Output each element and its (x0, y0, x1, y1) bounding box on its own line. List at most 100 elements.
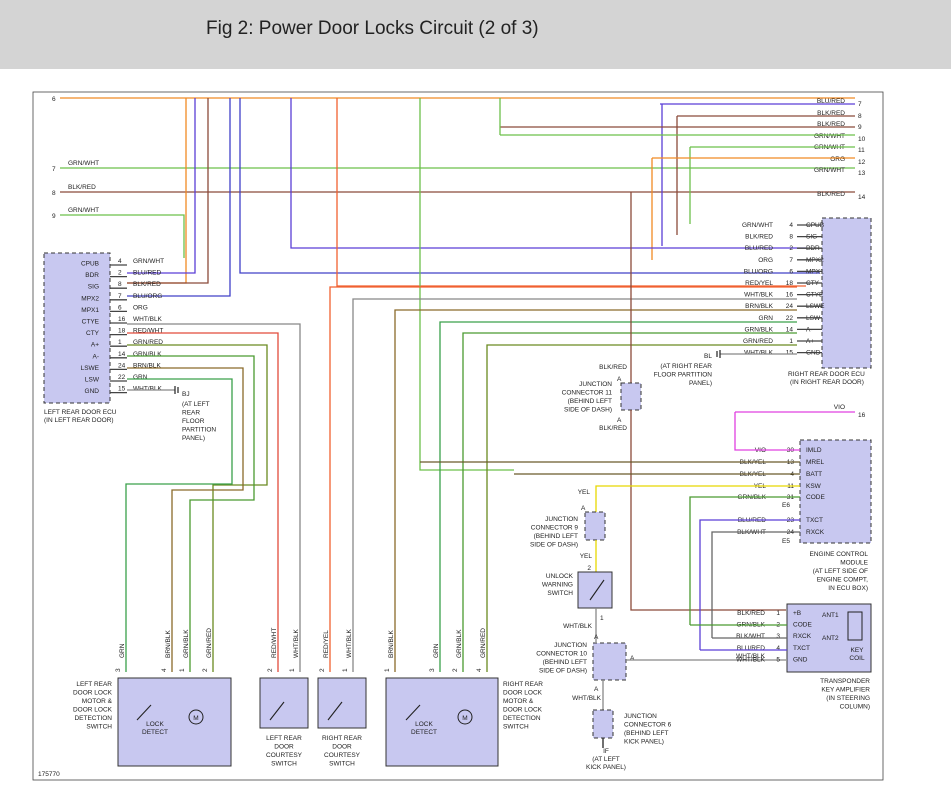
right-ecu-pin-number: 4 (789, 222, 793, 229)
jc6-ground-label: IF (603, 748, 609, 755)
switch-contact (405, 704, 421, 721)
jc6-label: JUNCTION (624, 713, 657, 720)
left-courtesy-name: DOOR (274, 744, 294, 751)
row-number-9: 9 (52, 213, 56, 220)
transponder-pin-number: 4 (776, 645, 780, 652)
left-courtesy-pin-number: 2 (267, 668, 274, 672)
left-ecu-pin-number: 6 (118, 304, 122, 311)
left-motor-detect-label: DETECT (142, 729, 168, 736)
ecm-pin-txct: TXCT (806, 517, 823, 524)
left-ecu-pin-mpx1: MPX1 (81, 307, 99, 314)
ecm-name: ENGINE CONTROL (809, 551, 868, 558)
jc10-bottom-wire-label: WHT/BLK (572, 695, 602, 702)
ground-bj-location: PANEL) (182, 435, 205, 442)
left-ecu-wire-label: WHT/BLK (133, 386, 163, 393)
left-motor-wire-label: GRN/RED (206, 628, 213, 658)
wire-right-a-plus (486, 344, 797, 672)
left-ecu-pin-number: 2 (118, 270, 122, 277)
jc10-label: (BEHIND LEFT (543, 659, 587, 666)
left-motor-name: LEFT REAR (76, 681, 112, 688)
left-ecu-wire-label: ORG (133, 304, 148, 311)
jc10-pin: A (594, 686, 599, 693)
engine-control-module (799, 439, 872, 544)
jc11-label: SIDE OF DASH) (564, 407, 612, 414)
right-ecu-location: (IN RIGHT REAR DOOR) (790, 379, 864, 386)
left-ecu-pin-lswe: LSWE (81, 365, 100, 372)
transponder-ant2: ANT2 (822, 635, 839, 642)
transponder-pin-number: 5 (776, 656, 780, 663)
ground-bj-location: PARTITION (182, 427, 216, 434)
right-motor-pin-number: 3 (429, 668, 436, 672)
trunk-blu-red (127, 98, 196, 274)
ecm-ksw-wire (595, 485, 800, 520)
left-motor-name: DOOR LOCK (73, 707, 113, 714)
jc10-pin: A (594, 634, 599, 641)
right-courtesy-name: COURTESY (324, 752, 361, 759)
right-ecu-pin-number: 1 (789, 338, 793, 345)
jc10-label: SIDE OF DASH) (539, 668, 587, 675)
wire-left-a-plus (127, 344, 268, 672)
wire-right-lswe (394, 309, 797, 672)
ecm-pin-rxck: RXCK (806, 529, 825, 536)
jc9-bottom-wire-label: YEL (580, 553, 593, 560)
right-motor-name: DOOR LOCK (503, 707, 543, 714)
transponder-pin-code: CODE (793, 622, 812, 629)
jc6-ground-location: KICK PANEL) (586, 764, 626, 771)
row-number-7: 7 (52, 166, 56, 173)
left-courtesy-wire-label: WHT/BLK (293, 628, 300, 658)
right-ecu-wire-label: GRN/BLK (744, 326, 773, 333)
ecm-connector-e5: E5 (782, 538, 790, 545)
right-ecu-wire-label: GRN/WHT (742, 222, 773, 229)
right-row-number: 14 (858, 194, 866, 201)
right-courtesy-name: DOOR (332, 744, 352, 751)
left-motor-m-label: M (193, 715, 198, 722)
jc9-number: 2 (587, 565, 591, 572)
jc10-label: JUNCTION (554, 642, 587, 649)
transponder-pin-+b: +B (793, 610, 801, 617)
jc11-label: CONNECTOR 11 (562, 390, 613, 397)
left-ecu-wire-label: RED/WHT (133, 328, 163, 335)
jc10-pin: A (630, 655, 635, 662)
transponder-ant1: ANT1 (822, 612, 839, 619)
key-coil-label: COIL (849, 655, 865, 662)
wire-label-row-9: GRN/WHT (68, 207, 99, 214)
transponder-name: KEY AMPLIFIER (821, 687, 870, 694)
key-coil-symbol (847, 611, 863, 641)
unlock-switch-label: UNLOCK (546, 573, 574, 580)
right-ecu-pin-number: 6 (789, 268, 793, 275)
right-ecu-wire-label: WHT/BLK (744, 292, 774, 299)
left-motor-name: DOOR LOCK (73, 690, 113, 697)
right-motor-pin-number: 4 (476, 668, 483, 672)
wire-left-cty (127, 332, 279, 672)
motor-symbol (457, 709, 473, 725)
left-ecu-pin-number: 4 (118, 258, 122, 265)
ecm-vio-wire-label: VIO (834, 404, 845, 411)
right-ecu-wire-label: ORG (758, 257, 773, 264)
right-ecu-pin-number: 8 (789, 234, 793, 241)
right-motor-pin-number: 2 (452, 668, 459, 672)
left-rear-door-ecu (43, 252, 111, 404)
ecm-pin-imld: IMLD (806, 447, 822, 454)
right-motor-detect-label: DETECT (411, 729, 437, 736)
wire-label-row-8: BLK/RED (68, 184, 96, 191)
right-motor-name: DOOR LOCK (503, 690, 543, 697)
left-ecu-wire-label: GRN/BLK (133, 351, 162, 358)
left-ecu-wire-label: GRN/RED (133, 339, 163, 346)
ground-bj-location: (AT LEFT (182, 401, 210, 408)
left-ecu-wire-label: BRN/BLK (133, 362, 161, 369)
ecm-pin-batt: BATT (806, 471, 822, 478)
left-motor-pin-number: 2 (202, 668, 209, 672)
right-ecu-wire-label: WHT/BLK (744, 350, 774, 357)
right-rear-door-ecu (821, 217, 872, 369)
right-row-wire-label: GRN/WHT (814, 133, 845, 140)
right-row-number: 9 (858, 124, 862, 131)
left-rear-door-courtesy-switch (259, 677, 309, 729)
right-row-wire-label: BLK/RED (817, 110, 845, 117)
right-ecu-wire-label: BLK/RED (745, 234, 773, 241)
left-ecu-pin-number: 15 (118, 386, 126, 393)
jc6-ground-location: (AT LEFT (592, 756, 620, 763)
trunk-blu-org (127, 98, 231, 297)
right-ecu-pin-number: 22 (786, 315, 794, 322)
left-courtesy-name: SWITCH (271, 761, 297, 768)
ecm-name: ENGINE COMPT, (817, 577, 868, 584)
